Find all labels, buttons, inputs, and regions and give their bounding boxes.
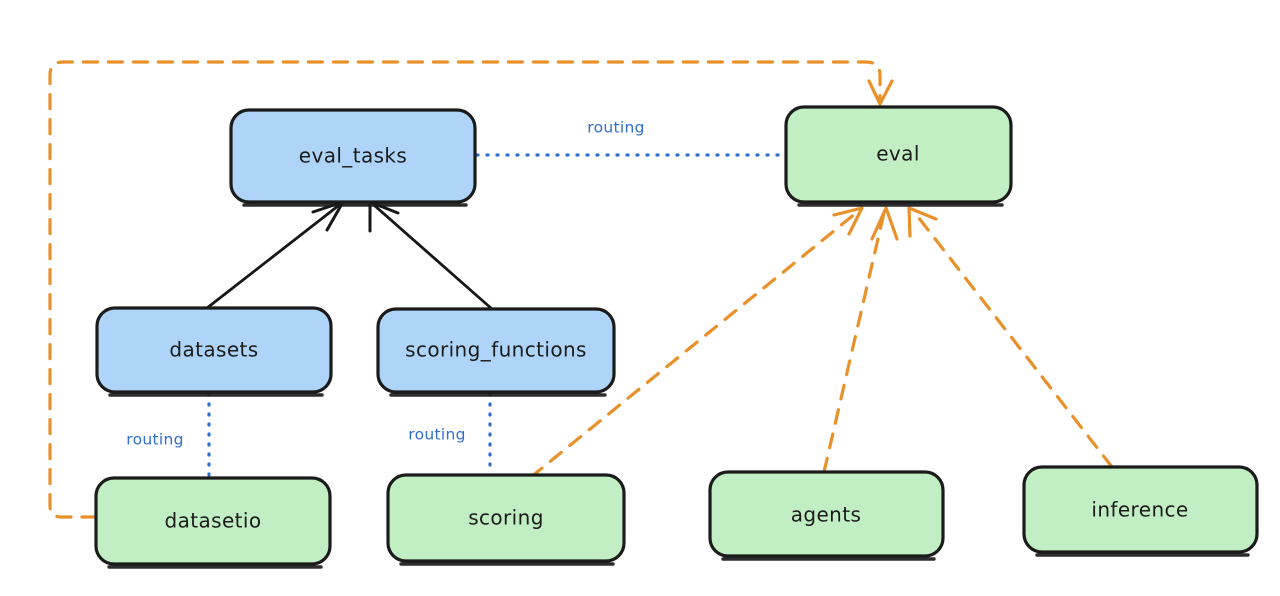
node-eval_tasks-box [229,108,477,204]
node-datasets[interactable]: datasets [95,306,333,397]
node-datasetio-label: datasetio [164,509,261,533]
node-datasetio[interactable]: datasetio [94,476,332,569]
node-eval_tasks[interactable]: eval_tasks [229,108,477,207]
edge-label-routing-datasets: routing [126,431,184,449]
node-eval-label: eval [876,142,920,166]
node-inference-label: inference [1091,498,1188,522]
node-datasetio-box [94,476,332,566]
node-scoring_functions-box [376,307,616,394]
edge-datasets-to-eval_tasks[interactable] [205,204,340,310]
edge-label-routing-scoring: routing [408,426,466,444]
edge-scoring_functions-to-eval_tasks[interactable] [373,204,494,311]
node-inference-box [1022,465,1259,554]
node-eval_tasks-label: eval_tasks [299,144,407,168]
edge-group-dashed-dependencies [48,60,1114,519]
edge-group-routing [207,153,786,478]
edge-label-group: routing routing routing [126,119,645,449]
arrowhead-datasetio-to-eval [867,79,894,106]
node-scoring_functions-label: scoring_functions [405,338,587,362]
node-agents-box [708,470,945,558]
arrowhead-inference-to-eval [907,206,938,238]
node-datasets-box [95,306,333,394]
node-agents[interactable]: agents [708,470,945,561]
edge-scoring-to-eval[interactable] [529,211,858,479]
node-scoring_functions[interactable]: scoring_functions [376,307,616,397]
node-scoring-box [386,473,626,563]
node-inference[interactable]: inference [1022,465,1259,557]
node-scoring-label: scoring [468,506,544,530]
edge-agents-to-eval[interactable] [822,211,886,474]
node-eval[interactable]: eval [784,105,1013,207]
node-datasets-label: datasets [169,338,258,362]
node-agents-label: agents [791,503,862,527]
edge-inference-to-eval[interactable] [913,211,1114,469]
edge-label-routing-eval: routing [587,119,645,137]
node-scoring[interactable]: scoring [386,473,626,566]
edge-group-solid-dependencies [205,200,494,311]
node-eval-box [784,105,1013,204]
arrowhead-scoring-to-eval [832,206,864,236]
arrowhead-agents-to-eval [870,206,899,241]
